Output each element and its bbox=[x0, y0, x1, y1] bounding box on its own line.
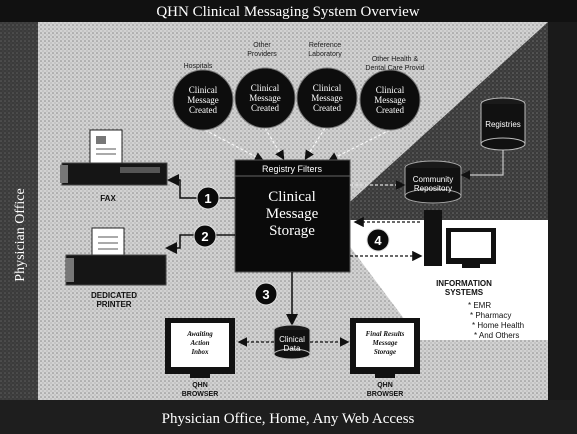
svg-text:Storage: Storage bbox=[269, 223, 315, 239]
community-repository-icon: Community Repository bbox=[404, 160, 462, 204]
source-label-other-health: Other Health & Dental Care Provid bbox=[365, 56, 424, 72]
svg-text:Community: Community bbox=[413, 175, 453, 184]
svg-text:INFORMATION: INFORMATION bbox=[436, 279, 492, 288]
fax-machine-icon bbox=[60, 129, 168, 186]
svg-text:BROWSER: BROWSER bbox=[367, 391, 404, 398]
list-item: * Pharmacy bbox=[470, 311, 511, 320]
svg-text:BROWSER: BROWSER bbox=[182, 391, 219, 398]
svg-text:Storage: Storage bbox=[374, 348, 396, 356]
svg-text:Created: Created bbox=[313, 103, 341, 113]
fax-label: FAX bbox=[100, 194, 116, 203]
source-label-reference-laboratory: Reference Laboratory bbox=[308, 42, 342, 58]
dedicated-printer-label: DEDICATED PRINTER bbox=[91, 291, 137, 309]
source-label-other-providers: Other Providers bbox=[247, 42, 277, 58]
svg-text:Message: Message bbox=[311, 93, 343, 103]
svg-text:Laboratory: Laboratory bbox=[308, 51, 342, 58]
svg-text:Final Results: Final Results bbox=[366, 330, 405, 338]
clinical-message-storage-box: Registry Filters Clinical Message Storag… bbox=[234, 159, 351, 273]
clinical-message-created-bubble-3: Clinical Message Created bbox=[296, 67, 358, 129]
svg-text:Data: Data bbox=[284, 344, 301, 353]
svg-text:Other Health &: Other Health & bbox=[372, 56, 419, 63]
svg-text:PRINTER: PRINTER bbox=[96, 300, 131, 309]
svg-text:Clinical: Clinical bbox=[251, 83, 280, 93]
svg-text:Message: Message bbox=[187, 95, 219, 105]
svg-text:Created: Created bbox=[376, 105, 404, 115]
svg-text:DEDICATED: DEDICATED bbox=[91, 291, 137, 300]
svg-text:Message: Message bbox=[372, 339, 398, 347]
svg-text:Clinical: Clinical bbox=[313, 83, 342, 93]
list-item: * Home Health bbox=[472, 321, 524, 330]
registry-filters-label: Registry Filters bbox=[262, 164, 323, 174]
svg-text:QHN: QHN bbox=[377, 382, 393, 389]
svg-text:Created: Created bbox=[251, 103, 279, 113]
svg-text:Clinical: Clinical bbox=[279, 335, 305, 344]
list-item: * And Others bbox=[474, 331, 519, 340]
svg-text:4: 4 bbox=[374, 233, 382, 248]
step-4-badge: 4 bbox=[366, 228, 390, 252]
svg-text:2: 2 bbox=[201, 229, 208, 244]
svg-text:Message: Message bbox=[249, 93, 281, 103]
qhn-browser-left: Awaiting Action Inbox QHN BROWSER bbox=[165, 318, 235, 398]
svg-text:1: 1 bbox=[204, 191, 211, 206]
left-band-label: Physician Office bbox=[13, 188, 28, 281]
list-item: * EMR bbox=[468, 301, 491, 310]
source-label-hospitals: Hospitals bbox=[184, 63, 213, 70]
svg-text:Reference: Reference bbox=[309, 42, 341, 49]
svg-text:Clinical: Clinical bbox=[376, 85, 405, 95]
svg-text:Registries: Registries bbox=[485, 120, 521, 129]
svg-text:Clinical: Clinical bbox=[268, 189, 316, 205]
svg-text:Providers: Providers bbox=[247, 51, 277, 58]
qhn-browser-right: Final Results Message Storage QHN BROWSE… bbox=[350, 318, 420, 398]
step-1-badge: 1 bbox=[196, 186, 220, 210]
clinical-data-icon: Clinical Data bbox=[273, 324, 311, 360]
svg-text:Dental Care Provid: Dental Care Provid bbox=[365, 65, 424, 72]
clinical-message-created-bubble-4: Clinical Message Created bbox=[359, 69, 421, 131]
clinical-message-created-bubble-2: Clinical Message Created bbox=[234, 67, 296, 129]
registries-icon: Registries bbox=[480, 97, 526, 151]
svg-text:Awaiting: Awaiting bbox=[186, 330, 213, 338]
svg-text:Repository: Repository bbox=[414, 184, 452, 193]
information-systems-computer-icon bbox=[424, 210, 496, 268]
clinical-message-created-bubble-1: Clinical Message Created bbox=[172, 69, 234, 131]
svg-text:Inbox: Inbox bbox=[190, 348, 209, 356]
information-systems-label: INFORMATION SYSTEMS bbox=[436, 279, 492, 297]
svg-text:Created: Created bbox=[189, 105, 217, 115]
svg-text:Message: Message bbox=[374, 95, 406, 105]
diagram-title: QHN Clinical Messaging System Overview bbox=[156, 4, 419, 20]
svg-text:QHN: QHN bbox=[192, 382, 208, 389]
svg-text:3: 3 bbox=[262, 287, 269, 302]
svg-text:Clinical: Clinical bbox=[189, 85, 218, 95]
svg-text:Other: Other bbox=[253, 42, 271, 49]
step-3-badge: 3 bbox=[254, 282, 278, 306]
dedicated-printer-icon bbox=[65, 227, 167, 286]
step-2-badge: 2 bbox=[193, 224, 217, 248]
information-systems-list: * EMR * Pharmacy * Home Health * And Oth… bbox=[468, 301, 524, 340]
bottom-band-label: Physician Office, Home, Any Web Access bbox=[162, 411, 415, 427]
svg-text:Message: Message bbox=[266, 206, 319, 222]
svg-text:Action: Action bbox=[189, 339, 209, 347]
svg-text:SYSTEMS: SYSTEMS bbox=[445, 288, 484, 297]
